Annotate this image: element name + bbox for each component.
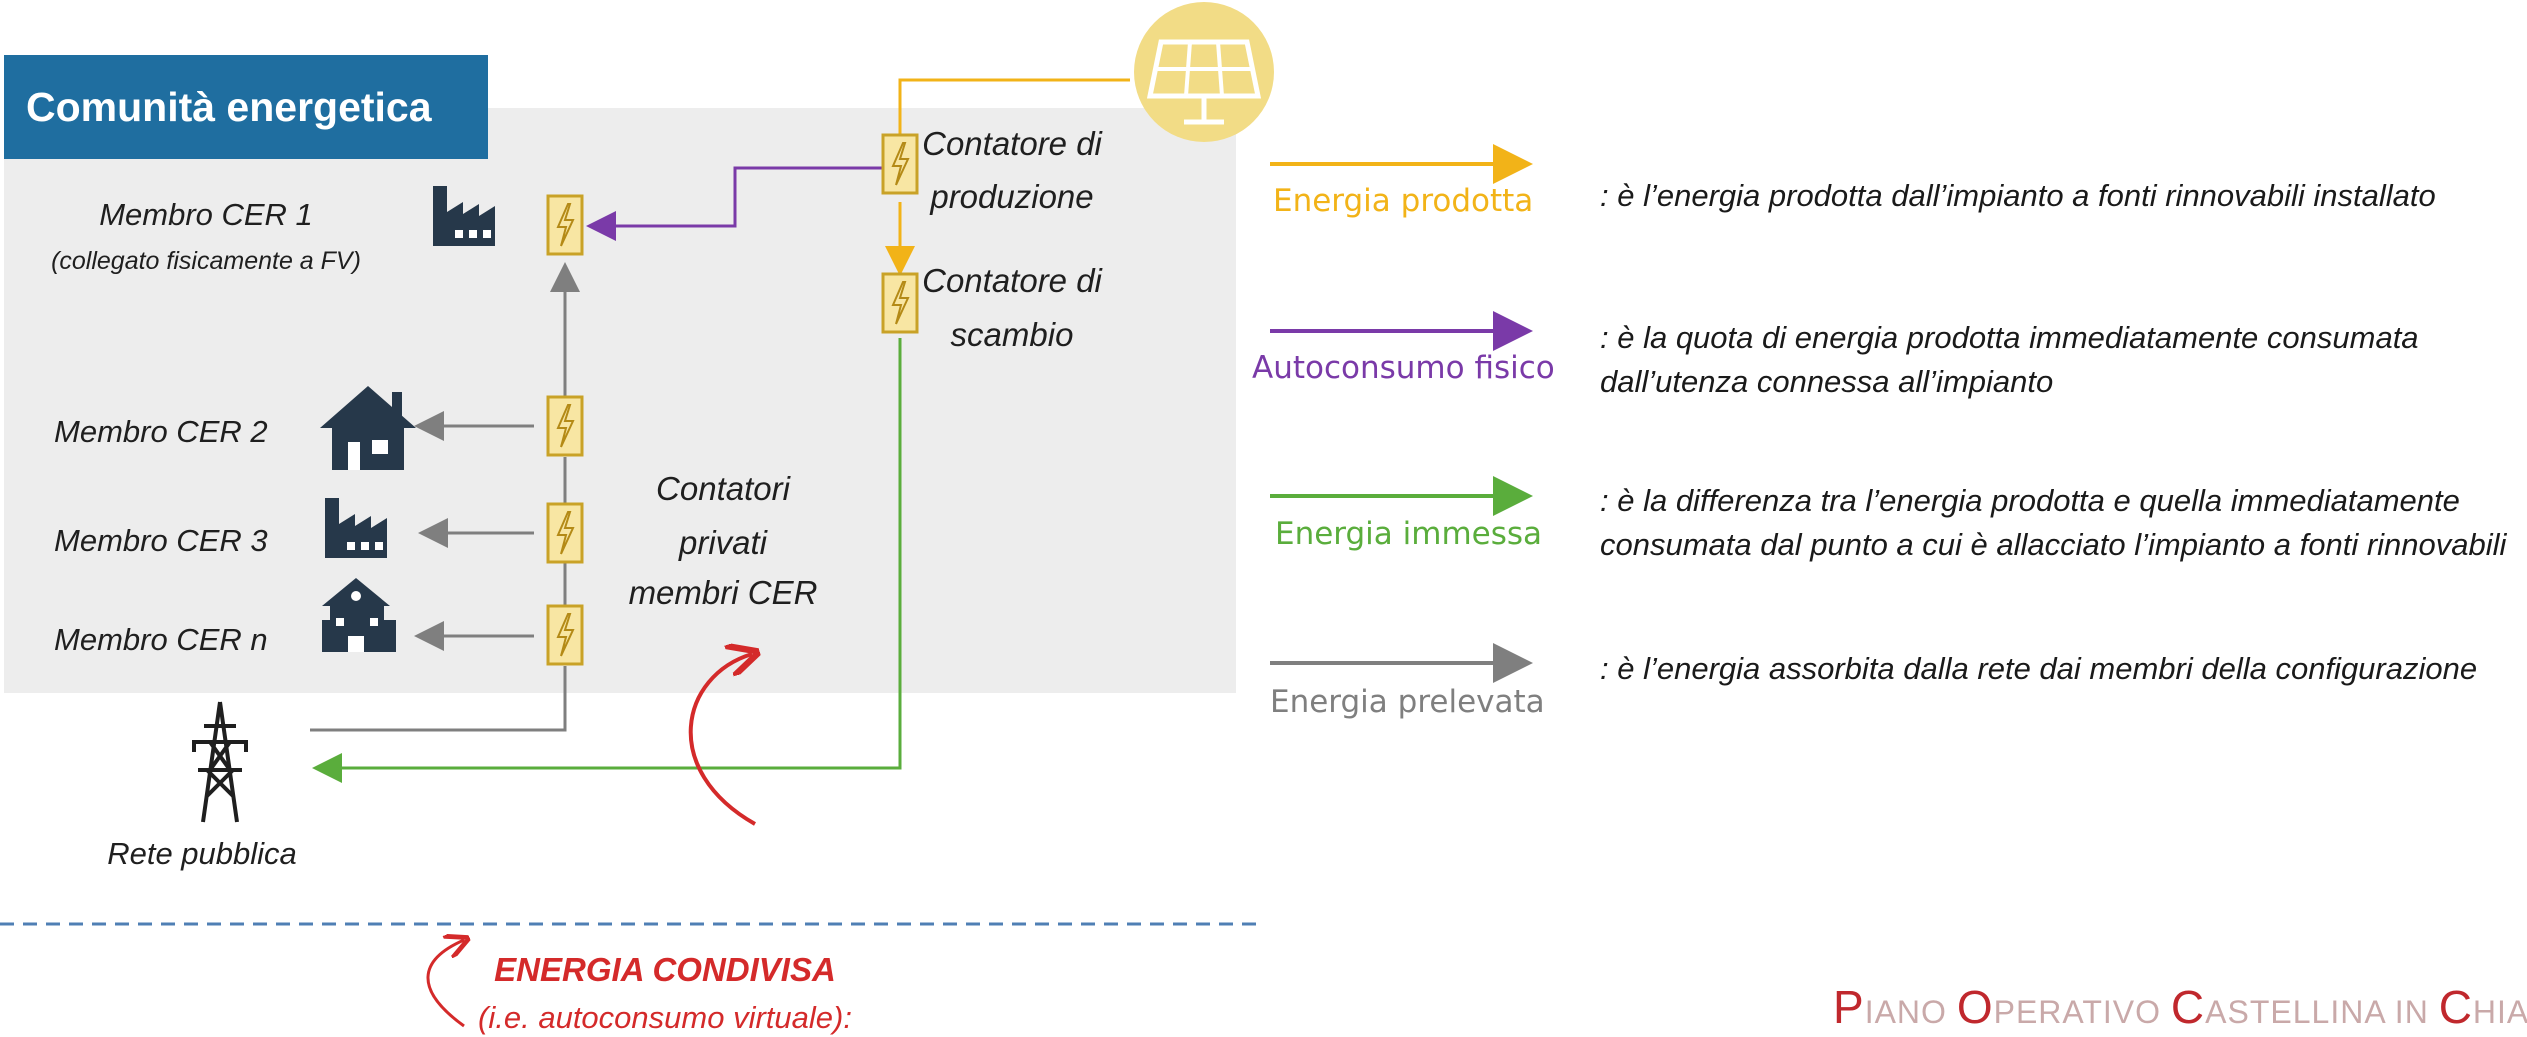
flow-physical-self-consumption (586, 166, 883, 241)
page-title: Comunità energetica (4, 55, 488, 159)
community-area (4, 108, 1236, 693)
legend-label-physical-self-consumption: Autoconsumo fisico (1252, 350, 1555, 386)
description-line: dall’utenza connessa all’impianto (1600, 364, 2054, 399)
flow-injected (312, 338, 902, 783)
private-meters-label: membri CER (629, 574, 818, 611)
production-meter-label: produzione (929, 178, 1093, 215)
meter-icon-member-n (546, 604, 584, 666)
description-line: : è l’energia prodotta dall’impianto a f… (1600, 178, 2436, 213)
description-line: consumata dal punto a cui è allacciato l… (1600, 527, 2507, 562)
meter-icon-production (881, 133, 919, 195)
house-icon (320, 386, 416, 470)
legend-description-produced: : è l’energia prodotta dall’impianto a f… (1600, 174, 2436, 218)
flow-withdrawn (310, 262, 580, 732)
description-line: : è l’energia assorbita dalla rete dai m… (1600, 651, 2478, 686)
member-3-name: Membro CER 3 (54, 523, 268, 558)
member-1-note: (collegato fisicamente a FV) (51, 247, 361, 275)
shared-energy-label: ENERGIA CONDIVISA (494, 951, 836, 988)
meter-icon-member-1 (546, 194, 584, 256)
legend-label-withdrawn: Energia prelevata (1270, 684, 1545, 720)
exchange-meter-label: scambio (951, 316, 1074, 353)
meter-icon-member-3 (546, 502, 584, 564)
legend-description-physical-self-consumption: : è la quota di energia prodotta immedia… (1600, 316, 2419, 404)
solar-panel-icon (1134, 2, 1274, 142)
exchange-meter-label: Contatore di (922, 262, 1103, 299)
legend-label-injected: Energia immessa (1275, 516, 1543, 552)
flow-produced (885, 78, 1130, 276)
curved-arrow-icon (688, 654, 755, 826)
description-line: : è la differenza tra l’energia prodotta… (1600, 483, 2460, 518)
footer-plan-title: PIANO OPERATIVO CASTELLINA IN CHIANTI (1833, 981, 2527, 1033)
school-icon (322, 578, 396, 652)
private-meters-label: Contatori (656, 470, 792, 507)
member-n-name: Membro CER n (54, 622, 268, 657)
legend-description-withdrawn: : è l’energia assorbita dalla rete dai m… (1600, 647, 2477, 691)
legend-description-injected: : è la differenza tra l’energia prodotta… (1600, 479, 2506, 567)
pylon-icon (192, 701, 248, 823)
member-1-name: Membro CER 1 (99, 197, 313, 232)
member-2-name: Membro CER 2 (54, 414, 268, 449)
shared-energy-subtitle: (i.e. autoconsumo virtuale): (478, 1000, 852, 1035)
grid-label: Rete pubblica (107, 836, 297, 871)
legend-label-produced: Energia prodotta (1273, 183, 1534, 219)
meter-icon-exchange (881, 272, 919, 334)
production-meter-label: Contatore di (922, 125, 1103, 162)
meter-icon-member-2 (546, 395, 584, 457)
private-meters-label: privati (678, 524, 769, 561)
curved-arrow-icon (426, 940, 464, 1028)
description-line: : è la quota di energia prodotta immedia… (1600, 320, 2419, 355)
